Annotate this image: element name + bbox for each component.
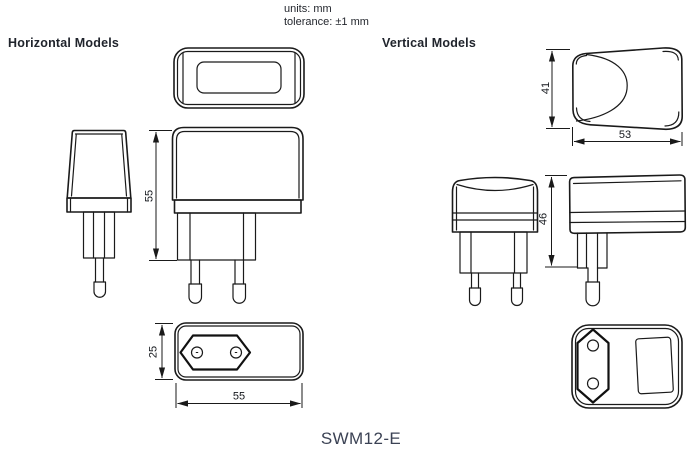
pin xyxy=(190,259,201,285)
pin-hole xyxy=(586,339,600,352)
h-thickness-dimension: 25 xyxy=(147,323,173,380)
v-height-value: 46 xyxy=(537,213,549,225)
h-height-dimension: 55 xyxy=(143,130,177,261)
europlug-outline xyxy=(179,334,252,371)
horizontal-front-view xyxy=(171,126,304,304)
vertical-bottom-view xyxy=(571,324,683,409)
pin xyxy=(512,272,522,289)
h-width-value: 55 xyxy=(233,391,245,403)
pin xyxy=(470,272,480,289)
v-height-dimension: 46 xyxy=(537,175,578,268)
curved-face-edge xyxy=(575,53,628,122)
v-width-dimension: 53 xyxy=(572,127,683,146)
pin-hole xyxy=(586,377,600,390)
vertical-models-title: Vertical Models xyxy=(382,36,477,50)
dome-edge xyxy=(456,183,534,192)
v-depth-dimension: 41 xyxy=(540,49,570,129)
units-label: units: mm xyxy=(284,3,332,15)
pin xyxy=(234,259,245,285)
model-name: SWM12-E xyxy=(320,429,402,448)
pin-hole xyxy=(229,346,243,359)
pin xyxy=(587,267,599,283)
vertical-front-view xyxy=(451,176,539,307)
horizontal-top-view xyxy=(173,47,305,109)
vertical-top-view xyxy=(572,47,684,131)
europlug-outline xyxy=(576,328,610,404)
units-note: units: mm tolerance: ±1 mm xyxy=(284,3,369,29)
horizontal-bottom-view xyxy=(174,322,304,381)
horizontal-side-view xyxy=(66,129,132,298)
label-recess xyxy=(196,61,282,94)
pin xyxy=(94,257,105,283)
vertical-side-view xyxy=(568,174,687,307)
h-height-value: 55 xyxy=(143,190,155,202)
pin-hole xyxy=(190,346,204,359)
v-depth-value: 41 xyxy=(540,82,552,94)
tolerance-label: tolerance: ±1 mm xyxy=(284,16,369,28)
h-thickness-value: 25 xyxy=(147,346,159,358)
horizontal-models-title: Horizontal Models xyxy=(8,36,120,50)
v-width-value: 53 xyxy=(619,129,631,141)
h-width-dimension: 55 xyxy=(175,383,303,408)
label-recess xyxy=(635,336,674,395)
